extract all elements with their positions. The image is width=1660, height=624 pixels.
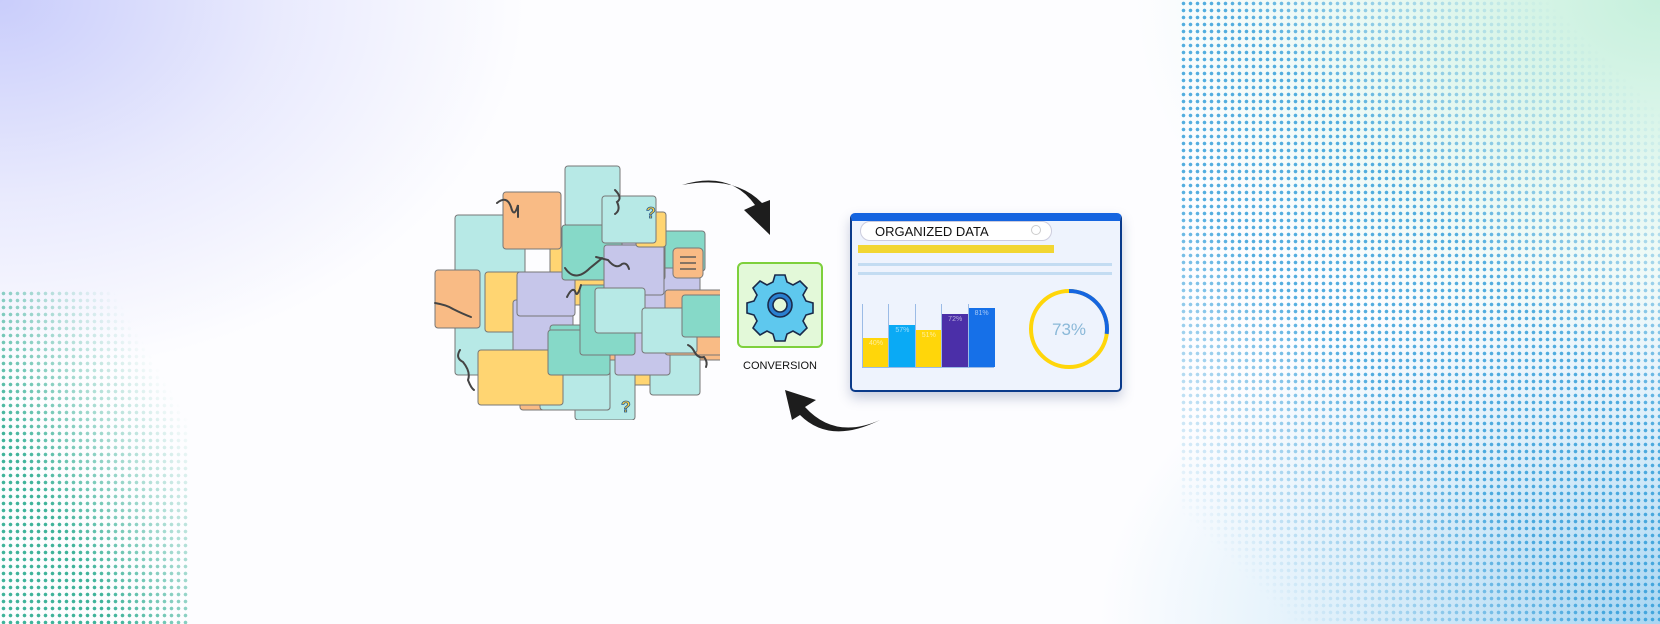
search-bar-title: ORGANIZED DATA: [875, 224, 989, 239]
bar: 72%: [942, 314, 969, 367]
donut-label: 73%: [1052, 320, 1086, 339]
question-mark-icon: ?: [646, 205, 656, 222]
bar-label: 81%: [974, 309, 989, 317]
bar-column: 81%: [967, 304, 995, 367]
text-line: [858, 272, 1112, 275]
search-icon: [1031, 225, 1041, 235]
donut-arc: [1029, 289, 1109, 369]
dot-pattern-right: [1180, 0, 1660, 624]
bar: 40%: [863, 337, 889, 367]
unorganized-notes-collage: ? ?: [434, 165, 720, 420]
arrow-to-conversion-icon: [682, 180, 770, 235]
bar-column: 40%: [862, 304, 889, 367]
question-mark-icon: ?: [621, 399, 631, 416]
dot-pattern-left: [0, 290, 190, 624]
bar: 51%: [915, 329, 942, 367]
bar-column: 51%: [914, 304, 942, 367]
arrow-back-icon: [785, 390, 880, 432]
conversion-label: CONVERSION: [743, 360, 817, 372]
bar-label: 51%: [921, 331, 936, 339]
conversion-box: [737, 262, 823, 348]
bar-column: 57%: [888, 304, 916, 367]
text-line: [858, 263, 1112, 266]
bar-label: 40%: [868, 339, 883, 347]
bar: 57%: [889, 325, 916, 367]
gear-icon: [746, 274, 814, 342]
bar-chart: 40% 57% 51% 72% 81%: [862, 304, 995, 368]
bar-label: 72%: [948, 316, 963, 324]
bar-label: 57%: [895, 327, 910, 335]
donut-chart: 73%: [1029, 289, 1109, 369]
search-bar[interactable]: ORGANIZED DATA: [860, 221, 1052, 241]
bar-column: 72%: [941, 304, 969, 367]
organized-data-window: ORGANIZED DATA 40% 57% 51% 72% 81% 73%: [850, 213, 1122, 392]
yellow-text-line: [858, 245, 1054, 253]
bar: 81%: [968, 307, 995, 367]
